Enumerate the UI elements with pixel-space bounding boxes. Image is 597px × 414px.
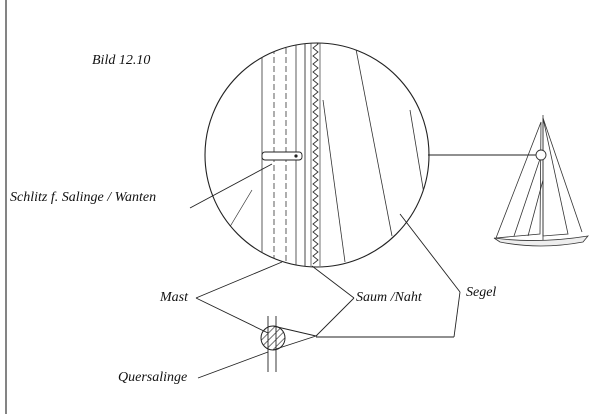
sailboat-overview bbox=[493, 115, 589, 247]
boat-sail-seam bbox=[513, 149, 544, 237]
mast-section-circle bbox=[260, 325, 286, 351]
slot-leader bbox=[189, 163, 273, 209]
boat-stay bbox=[542, 117, 583, 233]
label-slot: Schlitz f. Salinge / Wanten bbox=[10, 190, 157, 205]
mast-leader-upper bbox=[195, 261, 283, 299]
label-mast: Mast bbox=[160, 290, 188, 305]
sail-seam-left bbox=[227, 189, 253, 231]
sail-track-taper bbox=[272, 325, 318, 351]
sail-seam-3 bbox=[409, 109, 426, 201]
hem-leader-lower bbox=[315, 297, 355, 337]
hem-zigzag bbox=[312, 43, 319, 265]
spreader-slot-tab bbox=[261, 151, 303, 161]
leader-lines bbox=[189, 163, 461, 379]
figure-title: Bild 12.10 bbox=[92, 53, 151, 68]
detail-magnifier bbox=[204, 42, 430, 268]
hem-leader-upper bbox=[311, 265, 355, 299]
spreader-slot-hole bbox=[294, 154, 298, 158]
sail-leader-lower bbox=[453, 291, 461, 338]
boat-sail-seam-2 bbox=[527, 179, 544, 237]
sail-seam-2 bbox=[354, 43, 393, 237]
label-sail: Segel bbox=[466, 285, 497, 300]
mast-cross-section bbox=[260, 316, 454, 372]
label-hem: Saum /Naht bbox=[356, 290, 422, 305]
sail-leader-upper bbox=[399, 213, 461, 293]
boat-mainsail bbox=[542, 117, 569, 237]
boat-hull bbox=[493, 235, 589, 247]
sail-seam-1 bbox=[322, 99, 346, 263]
spreader-leader bbox=[197, 351, 269, 379]
label-spreader: Quersalinge bbox=[118, 370, 188, 385]
boat-jib bbox=[495, 121, 542, 239]
mast-leader-lower bbox=[195, 297, 269, 334]
boat-detail-marker bbox=[535, 149, 547, 161]
